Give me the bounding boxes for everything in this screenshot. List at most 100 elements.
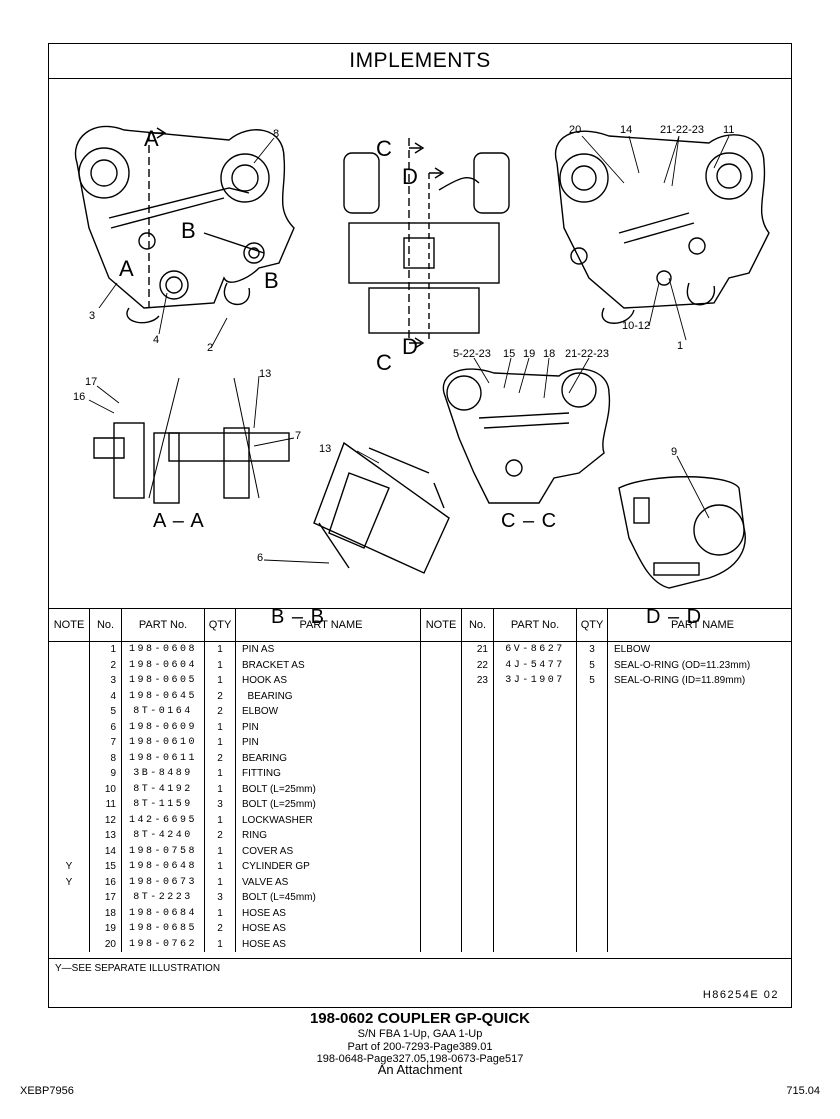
row-quantity: [576, 719, 608, 735]
row-note: [421, 719, 462, 735]
row-item-number: 8: [89, 750, 122, 766]
row-part-number: 8T-2223: [121, 890, 205, 906]
row-quantity: 1: [204, 735, 236, 751]
row-note: [421, 874, 462, 890]
row-item-number: [461, 735, 494, 751]
cut-letter-d-bottom: D: [402, 334, 418, 359]
row-note: [49, 936, 90, 952]
row-quantity: 1: [204, 719, 236, 735]
page-title: IMPLEMENTS: [49, 44, 791, 79]
table-row: [421, 905, 791, 921]
table-row: [421, 828, 791, 844]
row-note: [421, 704, 462, 720]
row-note: [421, 781, 462, 797]
row-note: Y: [49, 859, 90, 875]
row-item-number: 3: [89, 673, 122, 689]
row-part-name: [608, 937, 792, 953]
row-part-name: RING: [235, 828, 421, 844]
page-number: 715.04: [786, 1085, 820, 1097]
header-part-no: PART No.: [121, 609, 205, 642]
row-item-number: 6: [89, 719, 122, 735]
row-part-name: [608, 797, 792, 813]
row-note: [421, 905, 462, 921]
row-quantity: 1: [204, 781, 236, 797]
cut-letter-b-left: B: [181, 218, 196, 243]
header-part-no: PART No.: [493, 609, 577, 642]
table-row: [421, 750, 791, 766]
row-part-number: [493, 750, 577, 766]
row-item-number: 9: [89, 766, 122, 782]
row-note: [421, 859, 462, 875]
row-part-number: [493, 843, 577, 859]
callout-15: 15: [503, 348, 516, 360]
row-note: [49, 828, 90, 844]
cross-reference: 198-0648-Page327.05,198-0673-Page517: [316, 1053, 524, 1065]
row-note: [49, 735, 90, 751]
row-part-number: [493, 766, 577, 782]
header-no: No.: [89, 609, 122, 642]
header-note: NOTE: [421, 609, 462, 642]
row-item-number: 10: [89, 781, 122, 797]
row-item-number: [461, 719, 494, 735]
row-note: [49, 921, 90, 937]
row-part-name: [608, 890, 792, 906]
exploded-illustration: A A B B C C D D 8 3 4 2 20 14 21-22-23 1…: [49, 78, 791, 628]
row-quantity: [576, 735, 608, 751]
row-part-number: 198-0673: [121, 874, 205, 890]
row-note: [421, 936, 462, 952]
row-part-name: BEARING: [235, 750, 421, 766]
row-note: [49, 641, 90, 658]
row-part-number: 142-6695: [121, 812, 205, 828]
row-part-name: BOLT (L=25mm): [235, 781, 421, 797]
row-item-number: 5: [89, 704, 122, 720]
callout-18: 18: [543, 348, 556, 360]
row-quantity: [576, 704, 608, 720]
row-part-number: 198-0610: [121, 735, 205, 751]
row-note: [49, 657, 90, 673]
row-quantity: [576, 688, 608, 704]
page-frame: IMPLEMENTS: [48, 43, 792, 1008]
row-note: [421, 735, 462, 751]
row-item-number: [461, 766, 494, 782]
table-header-row: NOTE No. PART No. QTY PART NAME: [49, 609, 421, 642]
row-part-number: 198-0608: [121, 641, 205, 658]
callout-5-22-23: 5-22-23: [453, 348, 491, 360]
table-row: [421, 704, 791, 720]
row-part-number: [493, 812, 577, 828]
row-part-number: 3B-8489: [121, 766, 205, 782]
table-row: [421, 921, 791, 937]
row-item-number: 11: [89, 797, 122, 813]
row-item-number: [461, 828, 494, 844]
header-qty: QTY: [576, 609, 608, 642]
group-title: 198-0602 COUPLER GP-QUICK: [309, 1010, 531, 1027]
row-quantity: 5: [576, 673, 608, 689]
callout-21-22-23: 21-22-23: [660, 124, 705, 136]
callout-16: 16: [73, 391, 86, 403]
row-part-name: [608, 828, 792, 844]
table-row: [421, 719, 791, 735]
row-item-number: 1: [89, 641, 122, 658]
row-part-number: 198-0609: [121, 719, 205, 735]
illustration-drawing: [74, 125, 770, 589]
row-quantity: [576, 750, 608, 766]
row-item-number: 4: [89, 688, 122, 704]
row-quantity: [576, 936, 608, 952]
row-part-number: 198-0684: [121, 905, 205, 921]
table-row: [421, 936, 792, 953]
illustration-reference: H86254E 02: [702, 989, 779, 1001]
row-item-number: [461, 859, 494, 875]
row-note: [49, 797, 90, 813]
